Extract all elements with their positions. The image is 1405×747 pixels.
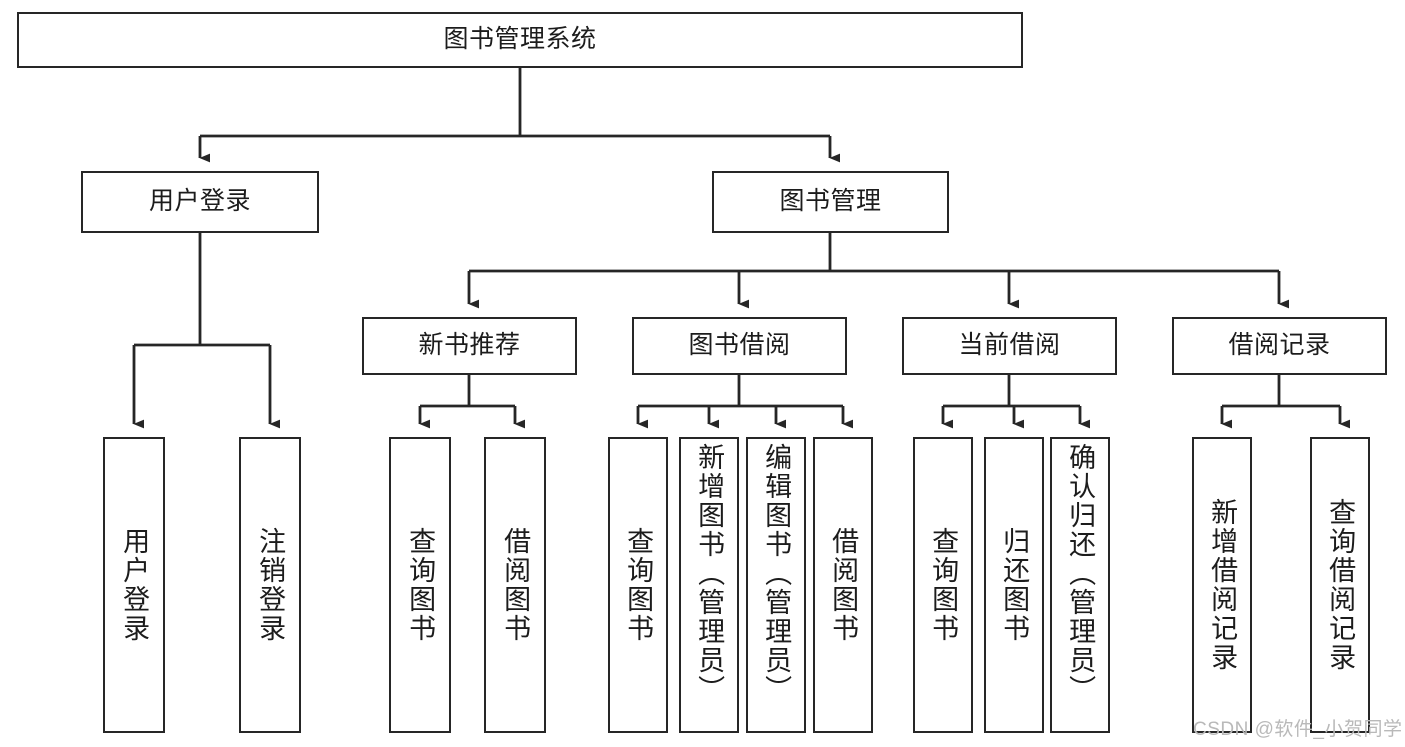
node-leaf-return-book[interactable]: 归还图书 (984, 437, 1044, 733)
node-leaf-query-record[interactable]: 查询借阅记录 (1310, 437, 1370, 733)
node-current-borrow-label: 当前借阅 (958, 331, 1061, 360)
node-leaf-user-login-label: 用户登录 (119, 527, 150, 643)
node-leaf-logout-login[interactable]: 注销登录 (239, 437, 301, 733)
node-book-manage-label: 图书管理 (779, 187, 882, 216)
node-leaf-query-book-1-label: 查询图书 (405, 527, 436, 643)
node-book-borrow[interactable]: 图书借阅 (632, 317, 847, 375)
node-leaf-query-book-1[interactable]: 查询图书 (389, 437, 451, 733)
node-leaf-borrow-book-1-label: 借阅图书 (500, 527, 531, 643)
node-leaf-query-book-3-label: 查询图书 (928, 527, 959, 643)
node-user-login-label: 用户登录 (148, 187, 251, 216)
node-borrow-record[interactable]: 借阅记录 (1172, 317, 1387, 375)
node-leaf-add-record[interactable]: 新增借阅记录 (1192, 437, 1252, 733)
node-leaf-borrow-book-2[interactable]: 借阅图书 (813, 437, 873, 733)
csdn-watermark: CSDN @软件_小贺同学 (1193, 719, 1403, 740)
node-leaf-query-book-3[interactable]: 查询图书 (913, 437, 973, 733)
node-leaf-query-book-2[interactable]: 查询图书 (608, 437, 668, 733)
node-root[interactable]: 图书管理系统 (17, 12, 1023, 68)
node-leaf-add-book[interactable]: 新增图书（管理员） (679, 437, 739, 733)
node-new-book-rec[interactable]: 新书推荐 (362, 317, 577, 375)
node-borrow-record-label: 借阅记录 (1228, 331, 1331, 360)
node-leaf-user-login[interactable]: 用户登录 (103, 437, 165, 733)
node-leaf-confirm-return[interactable]: 确认归还（管理员） (1050, 437, 1110, 733)
node-leaf-add-book-label: 新增图书（管理员） (694, 443, 725, 704)
node-user-login[interactable]: 用户登录 (81, 171, 319, 233)
node-leaf-edit-book-label: 编辑图书（管理员） (761, 443, 792, 704)
node-leaf-logout-login-label: 注销登录 (255, 527, 286, 643)
node-new-book-rec-label: 新书推荐 (418, 331, 521, 360)
node-leaf-borrow-book-1[interactable]: 借阅图书 (484, 437, 546, 733)
node-root-label: 图书管理系统 (443, 25, 597, 54)
node-book-borrow-label: 图书借阅 (688, 331, 791, 360)
node-leaf-add-record-label: 新增借阅记录 (1207, 498, 1238, 672)
node-leaf-edit-book[interactable]: 编辑图书（管理员） (746, 437, 806, 733)
node-leaf-confirm-return-label: 确认归还（管理员） (1065, 443, 1096, 704)
node-leaf-query-book-2-label: 查询图书 (623, 527, 654, 643)
node-leaf-query-record-label: 查询借阅记录 (1325, 498, 1356, 672)
node-leaf-borrow-book-2-label: 借阅图书 (828, 527, 859, 643)
node-book-manage[interactable]: 图书管理 (712, 171, 949, 233)
node-current-borrow[interactable]: 当前借阅 (902, 317, 1117, 375)
node-leaf-return-book-label: 归还图书 (999, 527, 1030, 643)
